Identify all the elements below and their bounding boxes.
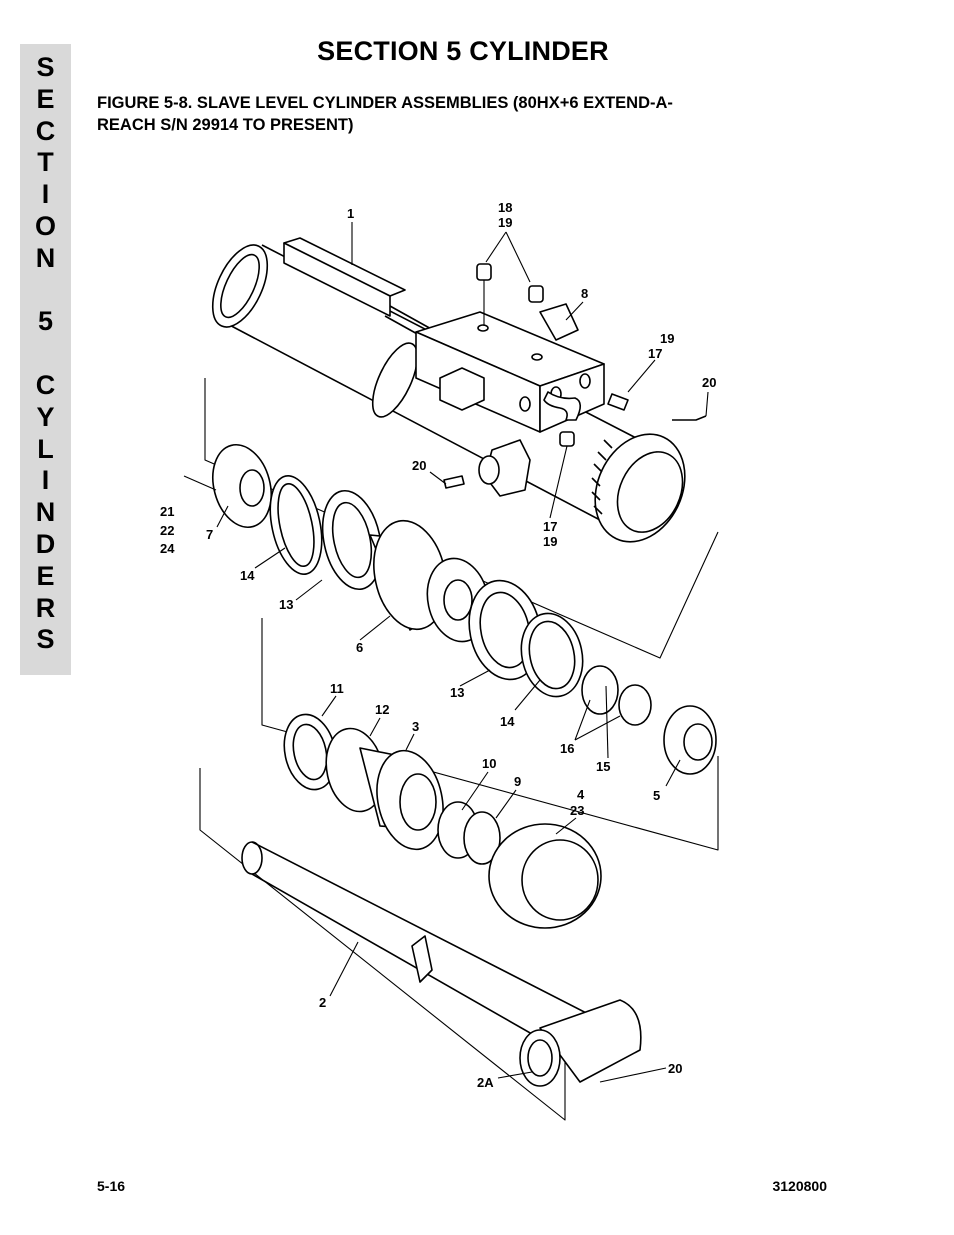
callout-14-left: 14	[240, 568, 255, 583]
callout-11: 11	[330, 681, 344, 696]
callout-labels: 1 18 19 8 19 17 20 20 17 19 21 22 24 7 1…	[160, 200, 716, 1090]
callout-17-lower: 17	[543, 519, 557, 534]
callout-13-left: 13	[279, 597, 293, 612]
callout-18: 18	[498, 200, 512, 215]
callout-19-lower: 19	[543, 534, 557, 549]
callout-19-right: 19	[660, 331, 674, 346]
piston-components	[283, 713, 602, 929]
callout-19-top: 19	[498, 215, 512, 230]
callout-14-right: 14	[500, 714, 515, 729]
head-components	[212, 443, 717, 775]
figure-caption-line-2: REACH S/N 29914 TO PRESENT)	[97, 116, 354, 134]
valve-block	[415, 311, 605, 433]
callout-20-bottom: 20	[668, 1061, 682, 1076]
cylinder-exploded-diagram: 1 18 19 8 19 17 20 20 17 19 21 22 24 7 1…	[160, 200, 719, 1121]
callout-2a: 2A	[477, 1075, 494, 1090]
page-number: 5-16	[97, 1178, 126, 1194]
port-fitting	[478, 303, 579, 497]
cylinder-barrel	[211, 244, 686, 543]
cylinder-rod	[241, 841, 642, 1087]
callout-2: 2	[319, 995, 326, 1010]
callout-8: 8	[581, 286, 588, 301]
document-number: 3120800	[772, 1178, 827, 1194]
callout-6: 6	[356, 640, 363, 655]
section-title: SECTION 5 CYLINDER	[317, 36, 609, 66]
figure-caption: FIGURE 5-8. SLAVE LEVEL CYLINDER ASSEMBL…	[97, 92, 817, 136]
callout-20-left: 20	[412, 458, 426, 473]
callout-16: 16	[560, 741, 574, 756]
callout-1: 1	[347, 206, 354, 221]
section-side-tab: S E C T I O N 5 C Y L I N D E R S	[20, 44, 71, 675]
callout-15: 15	[596, 759, 610, 774]
callout-24: 24	[160, 541, 175, 556]
plugs-and-fittings	[443, 263, 707, 489]
callout-20-right: 20	[702, 375, 716, 390]
figure-caption-line-1: FIGURE 5-8. SLAVE LEVEL CYLINDER ASSEMBL…	[97, 94, 673, 112]
callout-17-right: 17	[648, 346, 662, 361]
callout-7: 7	[206, 527, 213, 542]
callout-13-right: 13	[450, 685, 464, 700]
callout-10: 10	[482, 756, 496, 771]
callout-12: 12	[375, 702, 389, 717]
callout-21: 21	[160, 504, 174, 519]
callout-4: 4	[577, 787, 585, 802]
callout-9: 9	[514, 774, 521, 789]
callout-3: 3	[412, 719, 419, 734]
leader-lines	[183, 222, 709, 1083]
side-tab-text: S E C T I O N 5 C Y L I N D E R S	[34, 52, 56, 655]
callout-23: 23	[570, 803, 584, 818]
barrel-tube	[283, 237, 461, 356]
callout-5: 5	[653, 788, 660, 803]
callout-22: 22	[160, 523, 174, 538]
